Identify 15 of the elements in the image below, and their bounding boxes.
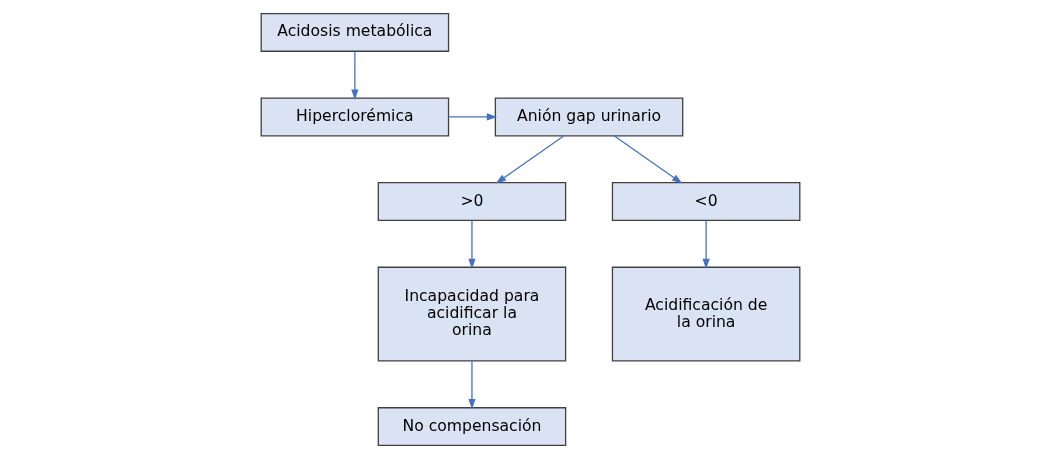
arrow — [467, 360, 476, 410]
arrow — [613, 135, 682, 184]
node-box: >0 — [377, 182, 566, 222]
arrow — [447, 113, 497, 121]
node-box: Anión gap urinario — [494, 97, 683, 137]
node-box: Incapacidad para acidificar la orina — [377, 266, 566, 362]
node-box: No compensación — [377, 407, 566, 447]
arrow — [702, 219, 710, 270]
arrow — [350, 50, 358, 100]
node-box: Acidosis metabólica — [260, 12, 449, 52]
node-box: Hiperclorémica — [260, 97, 449, 137]
arrow — [467, 219, 476, 270]
node-box: <0 — [611, 182, 800, 222]
node-box: Acidificación de la orina — [611, 266, 800, 362]
arrow — [495, 135, 564, 184]
